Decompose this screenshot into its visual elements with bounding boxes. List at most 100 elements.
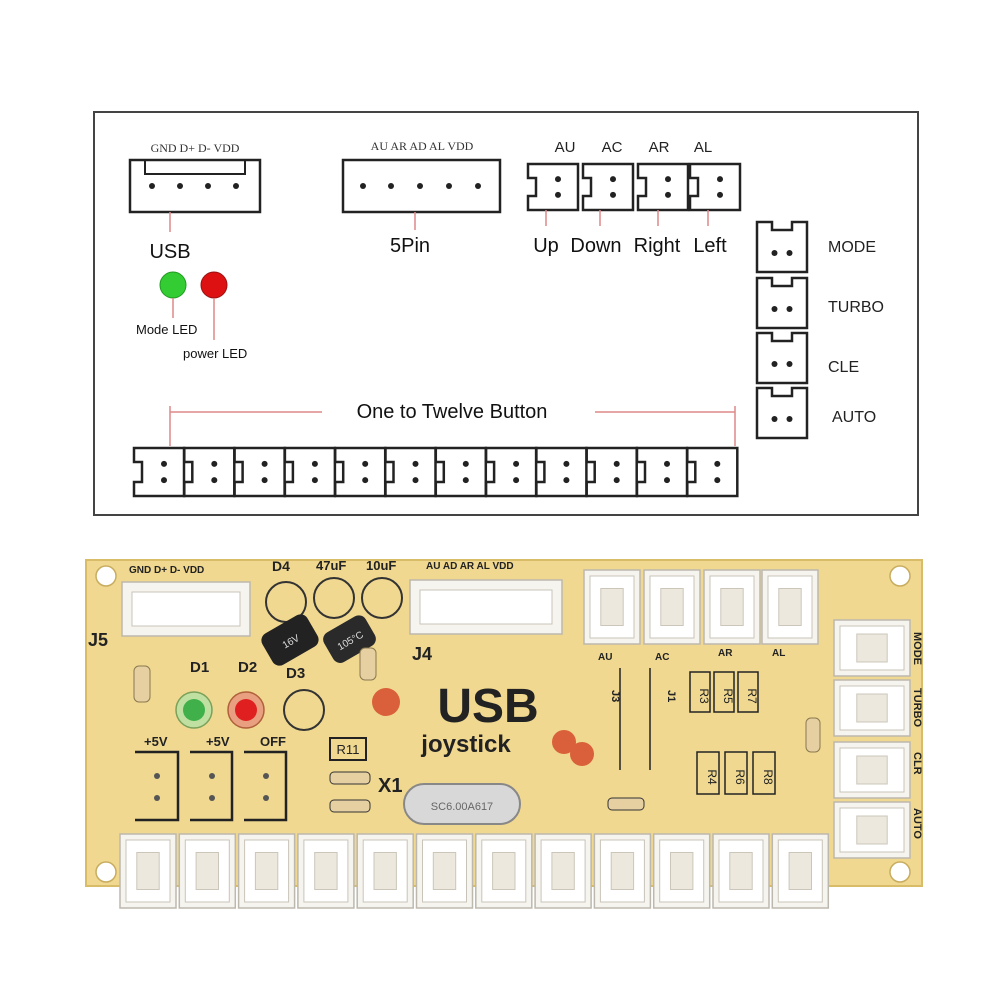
board-dir-ar: AR (718, 648, 733, 659)
conn-right (636, 162, 690, 212)
button-headers (132, 446, 739, 498)
dir-pin-ar: AR (649, 139, 670, 156)
board-led-red (235, 699, 257, 721)
conn-button-7 (434, 446, 488, 498)
resistor (133, 665, 151, 703)
conn-button-9 (535, 446, 588, 498)
board-conn-button-7 (475, 833, 533, 909)
conn-button-3 (233, 446, 286, 498)
conn-button-6 (384, 446, 437, 498)
conn-mode (755, 220, 809, 274)
plus5v-2: +5V (206, 734, 230, 749)
board-conn-clr (833, 741, 911, 799)
board-led-green (183, 699, 205, 721)
x1-label: X1 (378, 775, 402, 797)
board-conn-ar (703, 569, 761, 645)
capacitor-47uf: 16V (261, 614, 319, 666)
dir-pin-al: AL (694, 139, 712, 156)
board-conn-button-12 (771, 833, 830, 909)
usb-header-pins: GND D+ D- VDD (151, 141, 240, 155)
direction-headers: AU AC AR AL Up Down Right Left (526, 139, 742, 257)
ceramic-cap (372, 688, 400, 716)
dir-label-left: Left (693, 235, 727, 257)
dir-label-right: Right (634, 235, 681, 257)
side-label-cle: CLE (828, 359, 859, 376)
board-subtitle: joystick (420, 731, 511, 758)
conn-button-2 (183, 446, 236, 498)
board-conn-button-10 (652, 833, 711, 909)
board-conn-al (761, 569, 819, 645)
cap1-label: 47uF (316, 558, 346, 573)
mode-led (159, 271, 187, 299)
board-conn-button-6 (415, 833, 474, 909)
board-side-turbo: TURBO (911, 688, 923, 728)
usb-label: USB (149, 241, 190, 263)
fivepin-pins: AU AR AD AL VDD (371, 139, 474, 153)
resistor-r3: R3 (689, 671, 711, 713)
j5-pins: GND D+ D- VDD (129, 565, 204, 576)
board-conn-auto (833, 801, 911, 859)
dir-label-down: Down (570, 235, 621, 257)
side-label-turbo: TURBO (828, 299, 884, 316)
board-conn-au (583, 569, 641, 645)
crystal-label: SC6.00A617 (431, 801, 493, 813)
conn-left (688, 162, 742, 212)
conn-button-10 (585, 446, 638, 498)
board-conn-ac (643, 569, 701, 645)
pcb-board: GND D+ D- VDD J5 D4 47uF 10uF 16V 105°C … (85, 558, 923, 909)
mount-hole (889, 861, 911, 883)
resistor-r4: R4 (696, 751, 720, 795)
board-side-mode: MODE (911, 632, 923, 665)
mode-led-label: Mode LED (136, 322, 197, 337)
resistor (329, 799, 371, 813)
board-side-auto: AUTO (911, 808, 923, 839)
dir-pin-au: AU (555, 139, 576, 156)
conn-button-1 (132, 446, 186, 498)
resistor (607, 797, 645, 811)
dir-label-up: Up (533, 235, 559, 257)
resistor (805, 717, 821, 753)
board-conn-button-11 (712, 833, 770, 909)
conn-up (526, 162, 580, 212)
conn-button-5 (333, 446, 387, 498)
board-dir-ac: AC (655, 652, 669, 663)
conn-button-8 (484, 446, 538, 498)
j3-label: J3 (609, 690, 621, 702)
board-conn-button-5 (356, 833, 414, 909)
d3-label: D3 (286, 665, 305, 682)
mount-hole (889, 565, 911, 587)
dir-pin-ac: AC (602, 139, 623, 156)
fivepin-label: 5Pin (390, 235, 430, 257)
board-conn-button-9 (593, 833, 652, 909)
conn-down (581, 162, 635, 212)
board-conn-button-4 (297, 833, 355, 909)
resistor-r8-label: R8 (761, 769, 775, 785)
ceramic-cap (570, 742, 594, 766)
mount-hole (95, 861, 117, 883)
board-conn-turbo (833, 679, 911, 737)
conn-button-12 (686, 446, 739, 498)
conn-turbo (755, 276, 809, 330)
resistor-r5: R5 (713, 671, 735, 713)
j4-label: J4 (412, 644, 432, 664)
board-dir-au: AU (598, 652, 612, 663)
board-conn-mode (833, 619, 911, 677)
power-led (200, 271, 228, 299)
d1-label: D1 (190, 659, 209, 676)
ceramic-cap (552, 730, 576, 754)
board-conn-button-1 (119, 833, 177, 909)
resistor-r3-label: R3 (697, 688, 711, 704)
off-label: OFF (260, 734, 286, 749)
side-label-auto: AUTO (832, 409, 876, 426)
mount-hole (95, 565, 117, 587)
buttons-label: One to Twelve Button (357, 401, 548, 423)
board-conn-button-2 (178, 833, 237, 909)
conn-button-11 (635, 446, 689, 498)
power-led-label: power LED (183, 346, 247, 361)
resistor-r5-label: R5 (721, 688, 735, 704)
board-title: USB (437, 680, 538, 733)
conn-cle (755, 331, 809, 385)
